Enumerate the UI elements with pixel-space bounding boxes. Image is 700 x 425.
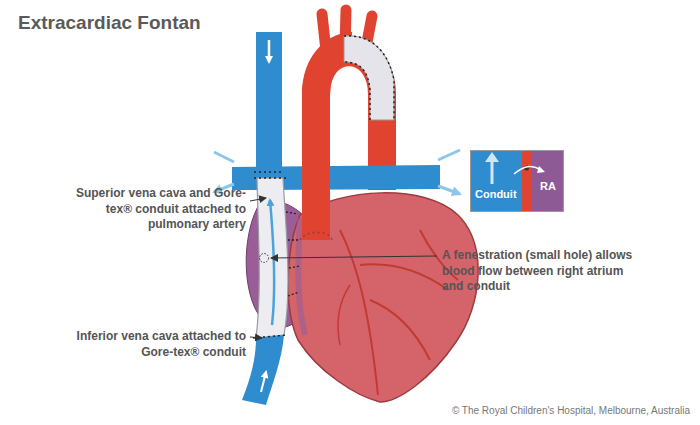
diagram-title: Extracardiac Fontan [18,12,201,34]
atrium-label: RA [540,180,556,192]
conduit-label: Conduit [475,188,517,200]
inset-box: Conduit RA [470,150,564,212]
callout-label: Superior vena cava and Gore-tex® conduit… [68,186,246,233]
copyright-note: © The Royal Children's Hospital, Melbour… [378,404,690,417]
callout-label: A fenestration (small hole) allows blood… [442,248,642,295]
callout-label: Inferior vena cava attached to Gore-tex®… [68,329,246,360]
